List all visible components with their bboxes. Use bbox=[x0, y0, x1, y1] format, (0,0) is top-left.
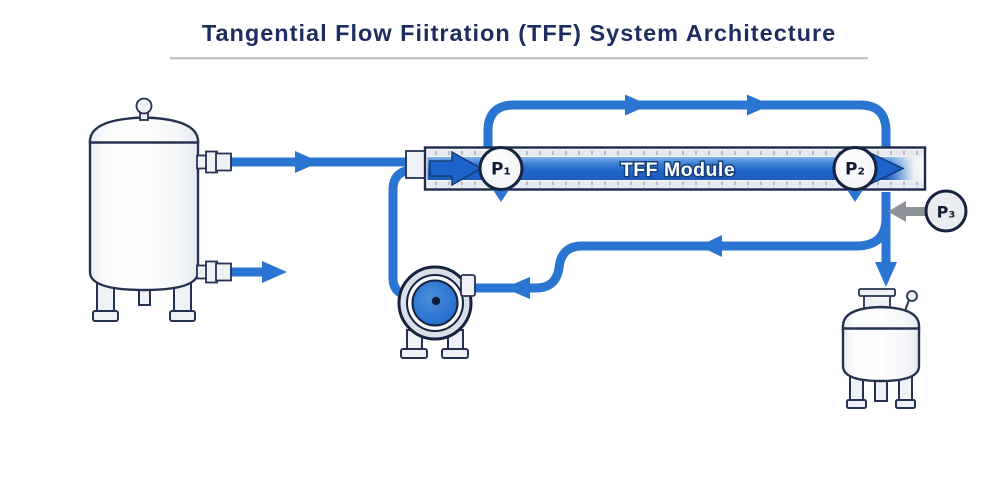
module-membrane-texture-bottom bbox=[427, 181, 923, 188]
permeate-drip-p1 bbox=[493, 190, 509, 202]
gauge-p2: P₂ bbox=[832, 146, 878, 191]
loop-arrow-2 bbox=[747, 94, 771, 116]
pump-inlet-arrow bbox=[504, 277, 530, 299]
permeate-arrow bbox=[875, 262, 897, 287]
process-pipes bbox=[228, 100, 891, 300]
collection-tank-legs bbox=[846, 376, 916, 409]
permeate-drip-p2 bbox=[847, 190, 863, 202]
gauge-p3-group: P₃ bbox=[888, 189, 968, 233]
gauge-p2-label: P₂ bbox=[845, 160, 865, 180]
p3-pointer-arrow bbox=[888, 201, 926, 222]
module-entrance-arrow bbox=[429, 150, 483, 187]
module-flow-band bbox=[427, 157, 923, 180]
flow-arrows bbox=[262, 94, 897, 299]
feed-tank-outlet-bottom bbox=[196, 260, 232, 284]
collection-tank-dome bbox=[841, 305, 921, 330]
module-inlet-fitting bbox=[405, 150, 427, 179]
collection-tank bbox=[841, 288, 921, 409]
recirculation-pump bbox=[397, 265, 476, 359]
feed-tank-dome bbox=[88, 116, 200, 144]
drain-arrow bbox=[262, 261, 287, 283]
retentate-return-line bbox=[466, 194, 891, 293]
tff-module: TFF Module P₁ P₂ bbox=[405, 146, 927, 202]
feed-arrow bbox=[295, 151, 320, 173]
gauge-p3-label: P₃ bbox=[937, 203, 956, 222]
loop-arrow-1 bbox=[625, 94, 649, 116]
collection-tank-vent-knob bbox=[906, 290, 918, 302]
pump-shaft-dot bbox=[431, 296, 441, 306]
gauge-p3-face bbox=[924, 189, 968, 233]
feed-tank bbox=[88, 97, 232, 322]
tff-module-label: TFF Module bbox=[621, 159, 735, 181]
collection-tank-vent-stem bbox=[904, 299, 910, 312]
module-membrane-texture-top bbox=[427, 150, 923, 156]
feed-tank-lid-knob bbox=[135, 97, 153, 115]
collection-tank-neck-flange bbox=[858, 288, 896, 297]
recirculation-loop-top bbox=[483, 100, 891, 148]
feed-tank-body bbox=[88, 140, 200, 292]
gauge-p1-label: P₁ bbox=[491, 160, 511, 180]
gauge-p1: P₁ bbox=[478, 146, 524, 191]
collection-tank-body bbox=[841, 326, 921, 383]
pump-inlet-flange bbox=[460, 274, 476, 297]
page-title: Tangential Flow Fiitration (TFF) System … bbox=[202, 20, 836, 46]
title-divider bbox=[170, 57, 868, 60]
retentate-arrow bbox=[699, 235, 722, 257]
feed-tank-outlet-top bbox=[196, 150, 232, 174]
